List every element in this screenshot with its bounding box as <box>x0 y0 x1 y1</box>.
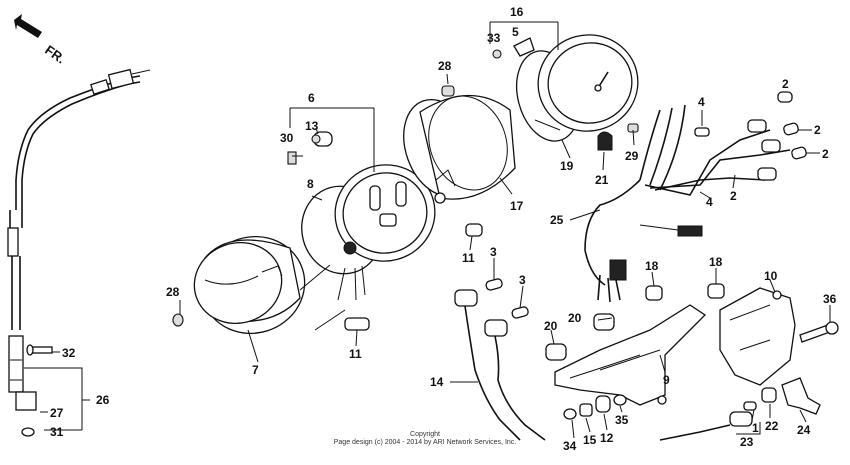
wire-harness-25 <box>584 104 791 303</box>
socket-11b <box>344 317 370 331</box>
bulb-4a <box>694 127 710 137</box>
callout-34: 34 <box>563 439 577 453</box>
callout-13: 13 <box>305 119 319 133</box>
grommet-12 <box>595 395 611 413</box>
callout-19: 19 <box>560 159 574 173</box>
callout-32: 32 <box>62 346 76 360</box>
callout-27: 27 <box>50 406 64 420</box>
callout-22: 22 <box>765 419 779 433</box>
speedometer-19 <box>516 34 639 142</box>
bulb-2c <box>791 146 807 160</box>
callout-4: 4 <box>706 195 713 209</box>
bulb-2b <box>783 122 799 136</box>
direction-label: FR. <box>42 42 68 66</box>
bulb-1 <box>743 401 757 411</box>
socket-11a <box>465 223 483 237</box>
screw-32 <box>26 344 53 356</box>
callout-8: 8 <box>307 177 314 191</box>
meter-case-7 <box>172 235 306 335</box>
grommet-18b <box>707 283 725 299</box>
callout-12: 12 <box>600 431 614 445</box>
callout-2: 2 <box>814 123 821 137</box>
callout-26: 26 <box>96 393 110 407</box>
socket-21 <box>597 131 613 151</box>
callout-6: 6 <box>308 91 315 105</box>
callout-3: 3 <box>490 245 497 259</box>
leader-lines <box>24 21 831 439</box>
bulb-2a <box>777 91 793 103</box>
callout-labels: 16 33 5 28 6 13 30 8 17 19 21 29 4 2 2 2… <box>50 5 837 453</box>
socket-23 <box>659 411 753 441</box>
callout-36: 36 <box>823 292 837 306</box>
callout-1: 1 <box>752 421 759 435</box>
copyright-line1: Copyright <box>410 431 440 438</box>
bolt-36 <box>799 321 839 343</box>
callout-11: 11 <box>462 251 475 265</box>
grommet-13 <box>311 131 333 147</box>
callout-28: 28 <box>166 285 180 299</box>
callout-14: 14 <box>430 375 444 389</box>
callout-35: 35 <box>615 413 629 427</box>
callout-5: 5 <box>512 25 519 39</box>
callout-7: 7 <box>252 363 259 377</box>
tachometer-8 <box>301 164 436 301</box>
screw-28a <box>441 85 455 97</box>
washer-35 <box>613 394 627 406</box>
meter-case-17 <box>403 94 516 204</box>
bulb-3b <box>511 306 529 319</box>
front-direction-arrow-icon: FR. <box>14 14 68 66</box>
callout-3: 3 <box>519 273 526 287</box>
callout-9: 9 <box>663 373 670 387</box>
callout-20: 20 <box>544 319 558 333</box>
callout-21: 21 <box>595 173 609 187</box>
callout-10: 10 <box>764 269 778 283</box>
grommet-18a <box>645 285 663 301</box>
grommet-20b <box>593 313 615 331</box>
callout-24: 24 <box>797 423 811 437</box>
grommet-20a <box>545 343 567 361</box>
callout-29: 29 <box>625 149 639 163</box>
callout-31: 31 <box>50 425 64 439</box>
callout-18: 18 <box>645 259 659 273</box>
callout-16: 16 <box>510 5 524 19</box>
callout-28: 28 <box>438 59 452 73</box>
callout-20: 20 <box>568 311 582 325</box>
bracket-10 <box>719 287 796 386</box>
screw-33 <box>492 49 502 59</box>
bracket-24 <box>781 377 821 415</box>
bulb-3a <box>485 278 503 291</box>
callout-2: 2 <box>782 77 789 91</box>
meter-bracket-9 <box>554 304 707 406</box>
copyright-line2: Page design (c) 2004 - 2014 by ARI Netwo… <box>334 439 517 446</box>
callout-30: 30 <box>280 131 294 145</box>
screw-30 <box>287 151 297 165</box>
callout-18: 18 <box>709 255 723 269</box>
callout-25: 25 <box>550 213 564 227</box>
callout-11: 11 <box>349 347 362 361</box>
speedometer-cable <box>7 68 151 437</box>
socket-harness-14 <box>454 289 546 441</box>
callout-15: 15 <box>583 433 597 447</box>
bracket-5 <box>513 37 535 57</box>
collar-15 <box>579 403 593 417</box>
callout-33: 33 <box>487 31 501 45</box>
callout-4: 4 <box>698 95 705 109</box>
callout-2: 2 <box>822 147 829 161</box>
callout-2: 2 <box>730 189 737 203</box>
callout-17: 17 <box>510 199 524 213</box>
callout-23: 23 <box>740 435 754 449</box>
washer-34 <box>563 408 577 420</box>
grommet-22 <box>761 387 777 403</box>
